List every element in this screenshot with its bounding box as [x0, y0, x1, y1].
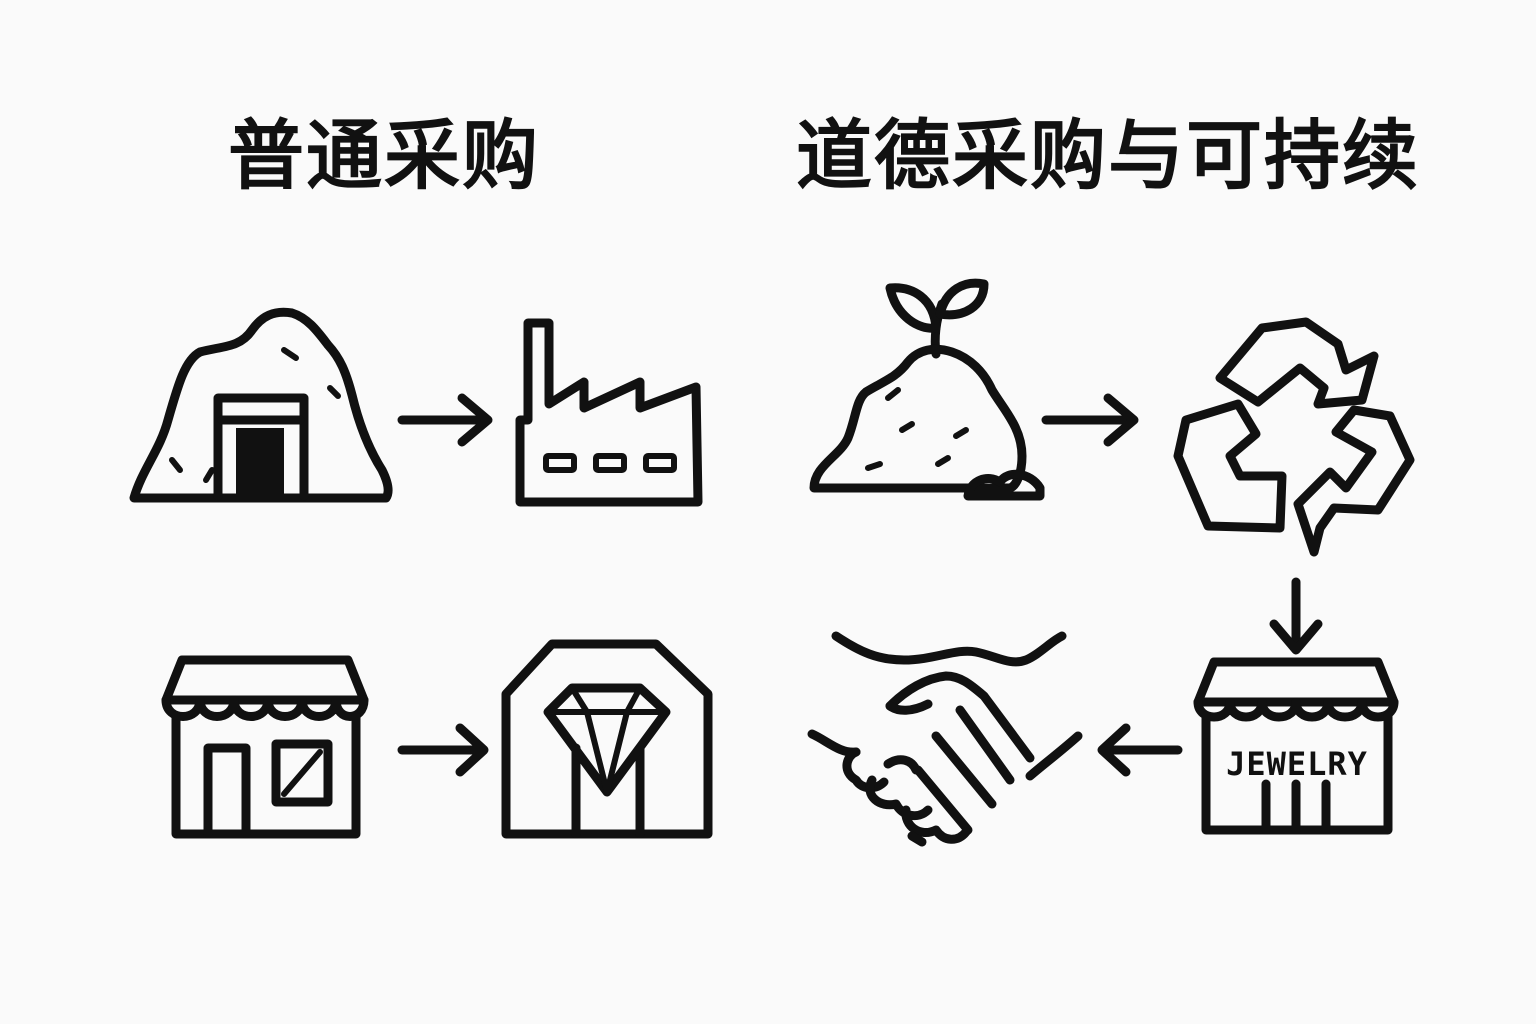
store-sign: JEWELRY — [1226, 745, 1368, 783]
jewelry-box-icon — [501, 639, 713, 839]
jewelry-store-icon: JEWELRY — [1193, 657, 1399, 835]
arrow-soil-to-recycle — [1041, 393, 1139, 447]
recycle-icon — [1173, 317, 1415, 557]
factory-icon — [515, 318, 703, 507]
title-ethical: 道德采购与可持续 — [796, 111, 1420, 200]
title-conventional: 普通采购 — [228, 111, 540, 200]
soil-sprout-icon — [809, 278, 1045, 501]
arrow-store-to-jewelry — [397, 723, 489, 777]
arrow-mine-to-factory — [397, 393, 493, 447]
arrow-store-to-handshake — [1097, 723, 1183, 777]
mine-icon — [129, 307, 393, 503]
store-icon — [161, 655, 369, 839]
handshake-icon — [807, 631, 1083, 847]
arrow-recycle-to-store — [1269, 577, 1323, 655]
